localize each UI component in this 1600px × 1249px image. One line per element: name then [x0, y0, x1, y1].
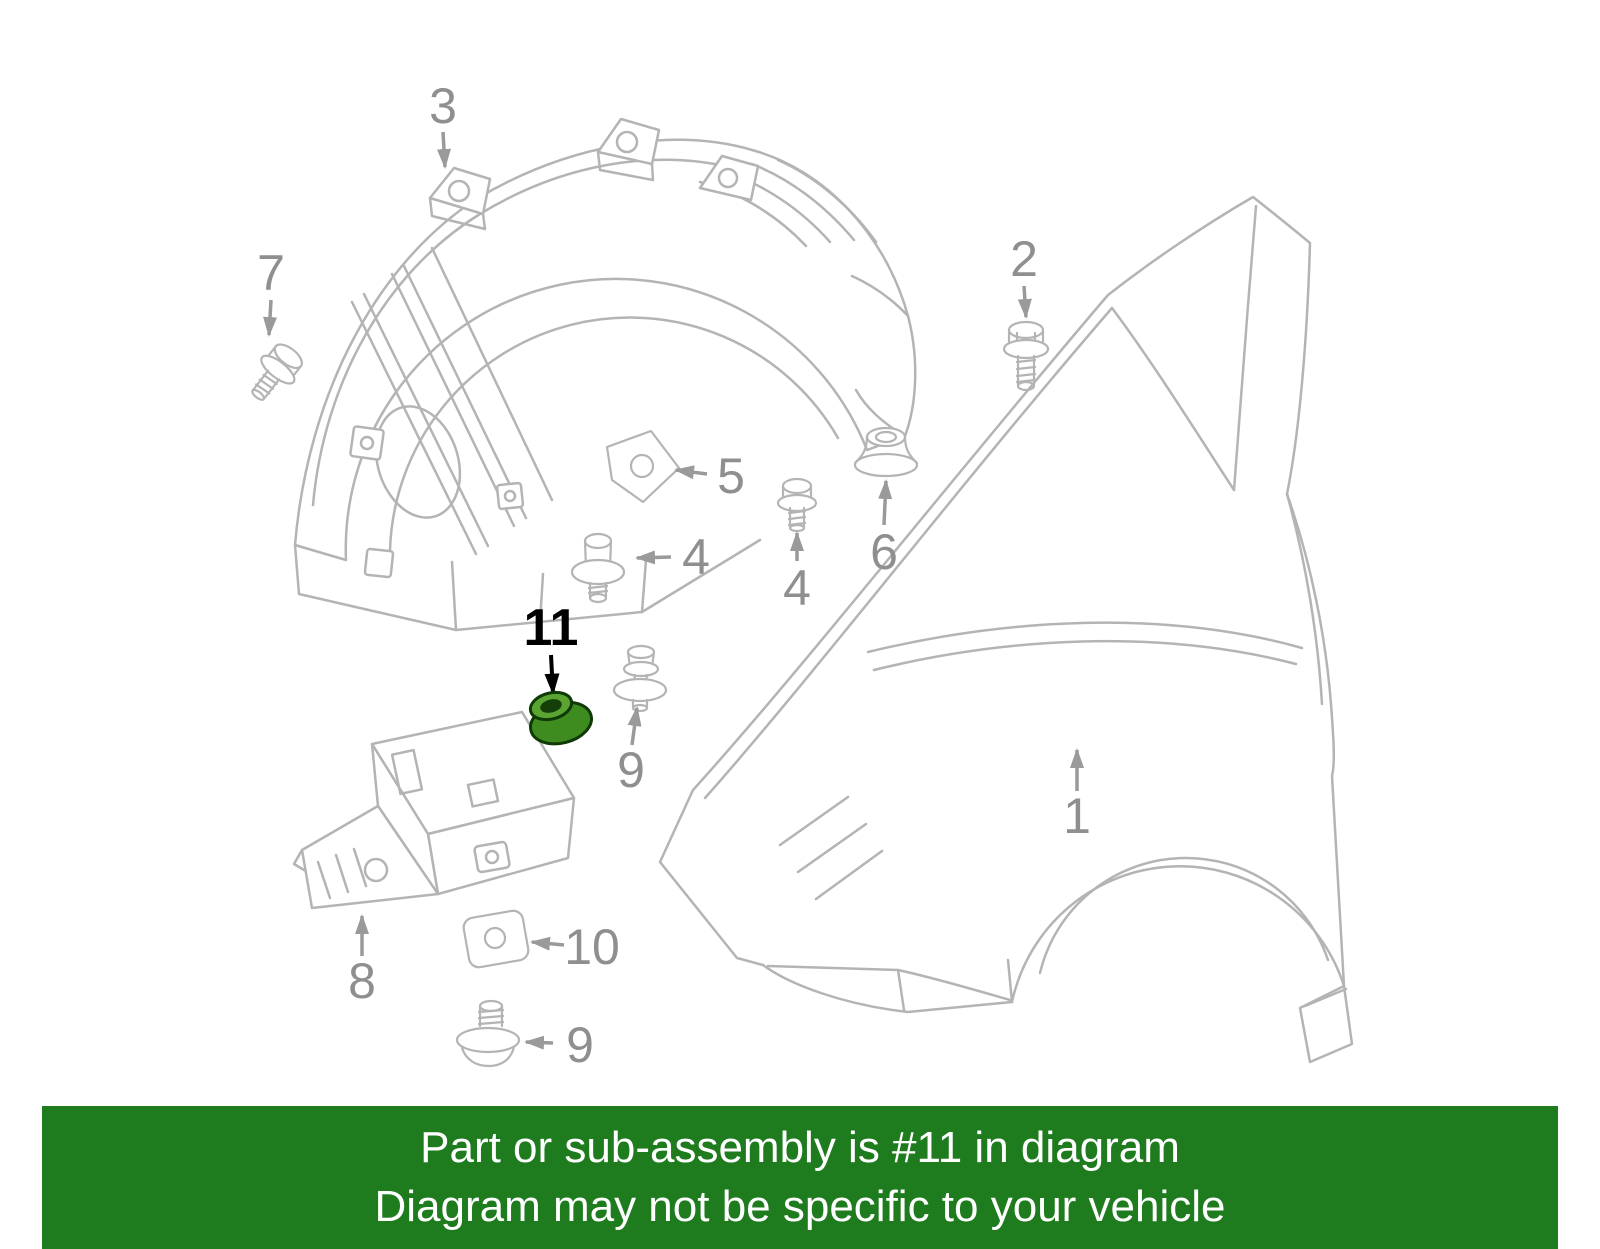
fender-drawing	[658, 195, 1354, 1064]
callout-4-right: 4	[783, 560, 811, 616]
callout-arrow-11	[544, 654, 560, 696]
part-11-highlight	[528, 690, 593, 746]
fender-liner-drawing	[293, 117, 917, 632]
callout-11-highlighted: 11	[523, 599, 579, 657]
callout-3: 3	[429, 78, 457, 134]
screw-9-upper-drawing	[612, 644, 668, 713]
screw-4-left-drawing	[570, 532, 626, 604]
bolt-7-drawing	[251, 343, 303, 401]
bolt-2-drawing	[1002, 320, 1050, 392]
callout-5: 5	[717, 448, 745, 504]
fasteners-drawing	[251, 320, 1050, 1068]
callout-arrows	[263, 131, 1084, 1050]
callout-9-lower: 9	[566, 1017, 594, 1073]
callout-9-upper: 9	[617, 742, 645, 798]
bolt-4-right-drawing	[776, 477, 818, 533]
screw-9-lower-drawing	[455, 999, 521, 1068]
callout-8: 8	[348, 953, 376, 1009]
callout-1: 1	[1063, 788, 1091, 844]
banner-line2: Diagram may not be specific to your vehi…	[374, 1181, 1226, 1231]
banner-line1: Part or sub-assembly is #11 in diagram	[420, 1122, 1180, 1172]
callout-6: 6	[870, 524, 898, 580]
callout-2: 2	[1010, 231, 1038, 287]
callout-4-left: 4	[682, 529, 710, 585]
info-banner: Part or sub-assembly is #11 in diagram D…	[42, 1106, 1558, 1249]
callout-10: 10	[564, 919, 620, 975]
callout-7: 7	[257, 245, 285, 301]
grommet-6-drawing	[853, 426, 919, 478]
clip-5-drawing	[605, 429, 681, 504]
bracket-drawing	[292, 710, 576, 910]
plate-10-drawing	[462, 909, 530, 969]
